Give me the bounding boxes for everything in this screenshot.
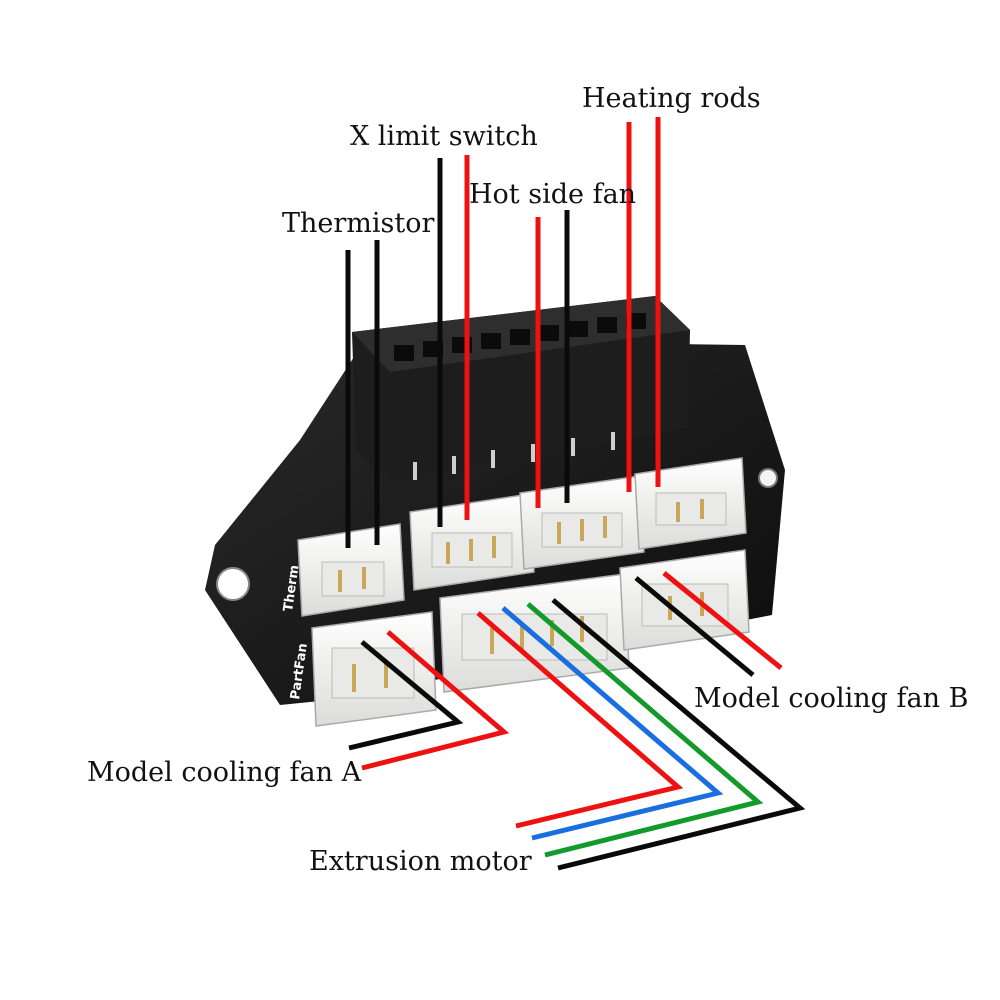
label-model-cooling-fan-a: Model cooling fan A	[87, 757, 362, 788]
label-heating-rods: Heating rods	[582, 83, 761, 114]
mounting-hole-right	[758, 468, 778, 488]
connector-fan-b	[619, 549, 750, 651]
connector-partfan	[311, 611, 437, 727]
connector-therm	[297, 523, 405, 617]
wire-motor-black	[551, 598, 806, 871]
wire-fan-a-red	[361, 630, 510, 771]
connector-hot-side-fan	[519, 475, 645, 570]
silk-therm: Therm	[281, 564, 302, 613]
black-header-connector	[352, 296, 690, 482]
wire-motor-red	[476, 611, 684, 829]
wires	[345, 117, 806, 871]
wire-motor-green	[526, 602, 764, 858]
wire-fan-a-black	[348, 640, 464, 751]
label-extrusion-motor: Extrusion motor	[309, 846, 532, 877]
label-hot-side-fan: Hot side fan	[469, 179, 636, 210]
wire-motor-blue	[501, 606, 724, 841]
wire-fan-b-red	[662, 571, 783, 670]
label-thermistor: Thermistor	[282, 208, 434, 239]
label-model-cooling-fan-b: Model cooling fan B	[694, 683, 968, 714]
mounting-hole-left	[216, 567, 250, 601]
label-x-limit-switch: X limit switch	[350, 121, 538, 152]
connector-heating-rods	[634, 457, 747, 550]
wire-fan-b-black	[634, 576, 755, 677]
labels: Heating rods X limit switch Hot side fan…	[87, 83, 968, 877]
